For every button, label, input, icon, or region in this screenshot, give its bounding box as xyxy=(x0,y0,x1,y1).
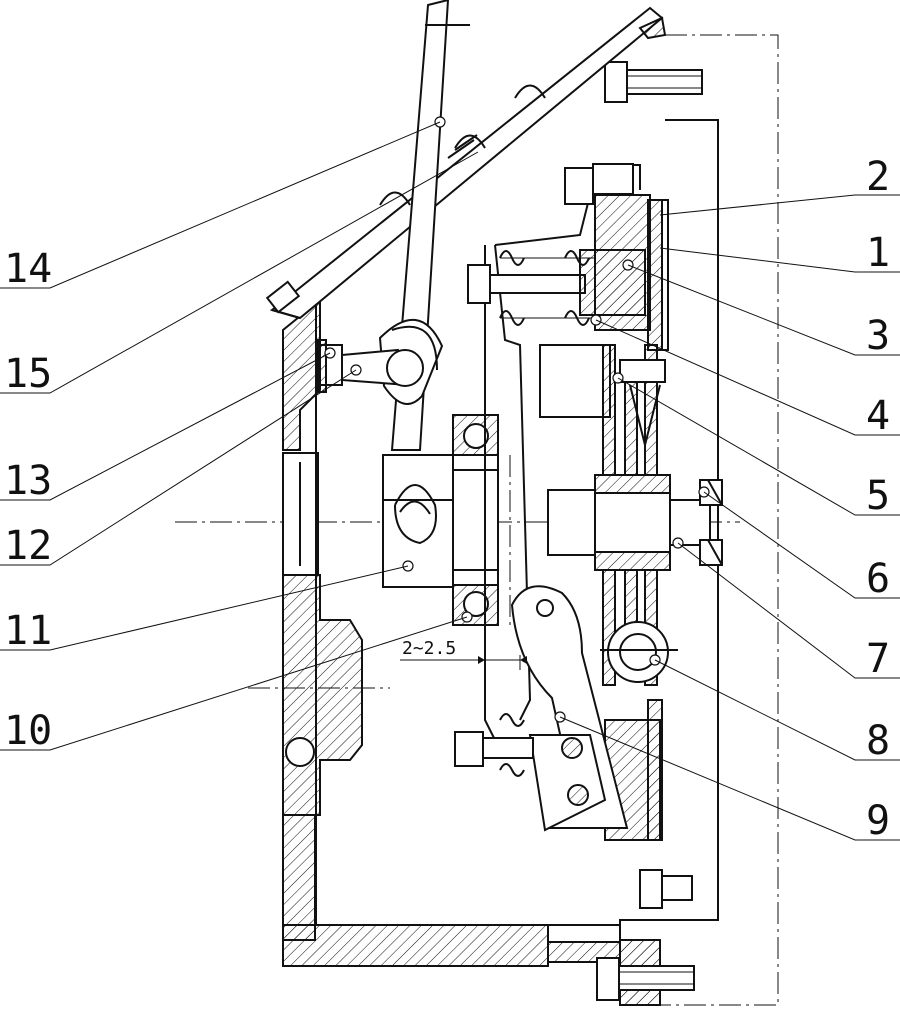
callout-2: 2 xyxy=(659,154,900,216)
callout-label-6: 6 xyxy=(866,556,890,602)
callout-label-5: 5 xyxy=(866,473,890,519)
callout-label-1: 1 xyxy=(866,230,890,276)
callout-label-11: 11 xyxy=(4,608,52,654)
callout-label-13: 13 xyxy=(4,458,52,504)
callout-11: 11 xyxy=(0,560,414,654)
callout-12: 12 xyxy=(0,364,362,569)
gap-dimension: 2~2.5 xyxy=(400,638,527,670)
callout-label-7: 7 xyxy=(866,636,890,682)
release-lever xyxy=(454,585,629,832)
callout-1: 1 xyxy=(659,230,900,276)
callout-label-2: 2 xyxy=(866,154,890,200)
callout-label-10: 10 xyxy=(4,708,52,754)
callout-label-12: 12 xyxy=(4,523,52,569)
housing-outline xyxy=(620,34,779,1006)
callout-label-15: 15 xyxy=(4,351,52,397)
release-bearing xyxy=(452,414,511,626)
pressure-spring-assembly xyxy=(467,249,646,326)
bolt-top xyxy=(604,61,703,103)
callout-7: 7 xyxy=(672,537,900,682)
driven-disc-hub xyxy=(547,344,723,686)
callout-label-9: 9 xyxy=(866,798,890,844)
gap-dimension-label: 2~2.5 xyxy=(402,638,456,659)
callout-3: 3 xyxy=(622,259,900,359)
callout-14: 14 xyxy=(0,116,446,292)
callouts-left: 14 15 13 12 11 10 xyxy=(0,116,479,754)
callout-8: 8 xyxy=(649,654,900,764)
callout-label-4: 4 xyxy=(866,393,890,439)
callout-label-8: 8 xyxy=(866,718,890,764)
pivot-fork xyxy=(317,339,424,393)
bolt-right-bottom xyxy=(639,869,693,909)
release-sleeve xyxy=(382,454,454,588)
callout-5: 5 xyxy=(612,372,900,519)
callout-4: 4 xyxy=(590,314,900,439)
callouts-right: 2 1 3 4 5 6 7 xyxy=(554,154,900,844)
callout-13: 13 xyxy=(0,347,336,504)
callout-15: 15 xyxy=(0,151,479,397)
callout-label-3: 3 xyxy=(866,313,890,359)
callout-6: 6 xyxy=(698,486,900,602)
callout-10: 10 xyxy=(0,611,473,754)
inclined-cover xyxy=(265,6,667,320)
callout-label-14: 14 xyxy=(4,246,52,292)
bolt-bottom xyxy=(596,957,695,1001)
callout-9: 9 xyxy=(554,711,900,844)
